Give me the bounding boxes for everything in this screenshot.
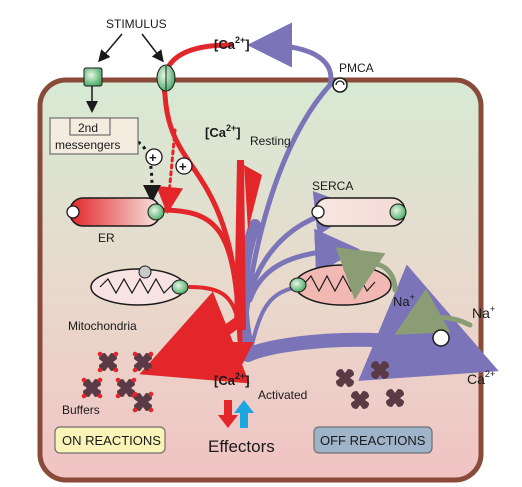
serca-label: SERCA [312, 179, 353, 193]
serca-channel-icon [389, 203, 407, 221]
activated-label: Activated [258, 388, 307, 402]
effectors-label: Effectors [208, 437, 275, 456]
stimulus-arrows [86, 33, 164, 113]
plus-sign-1: + [149, 150, 157, 165]
red-spike [234, 160, 246, 330]
buffers-on [81, 351, 154, 413]
plus-sign-2: + [179, 159, 187, 174]
na-inner-label: Na+ [393, 292, 415, 309]
buffer-bound-4 [115, 377, 137, 399]
channel-influx-arrow [161, 42, 243, 343]
buffer-bound-3 [81, 377, 103, 399]
off-reactions-box [313, 426, 433, 454]
plus-circle-icon-1 [145, 148, 163, 166]
er-channel-icon [147, 203, 165, 221]
messengers-label: messengers [55, 138, 120, 152]
on-pathways [139, 42, 254, 384]
ca-resting-label: [Ca2+] [205, 123, 241, 140]
on-reactions-box [54, 426, 166, 454]
receptor-icon [83, 67, 103, 87]
messenger-arrowhead [143, 185, 161, 203]
buffer-arrow [139, 291, 250, 384]
buffer-free-4 [386, 389, 404, 407]
ncx-efflux-arrow [241, 264, 499, 381]
buffer-bound-5 [132, 391, 154, 413]
red-spike-flare [244, 165, 262, 230]
buffer-free-1 [336, 369, 354, 387]
mitochondria-label: Mitochondria [68, 319, 137, 333]
plus-circle-icon-2 [175, 157, 193, 175]
ca-extracellular-label: [Ca2+] [214, 35, 250, 52]
pmca-pump-icon [332, 77, 348, 93]
on-reactions-label: ON REACTIONS [62, 433, 161, 448]
ca-outer-label: Ca2+ [467, 369, 495, 387]
mito-uptake-arrow [247, 228, 360, 303]
stimulus-label: STIMULUS [106, 17, 167, 31]
er-organelle [69, 197, 161, 227]
resting-label: Resting [250, 134, 291, 148]
mitochondrion-left [90, 265, 189, 306]
off-reactions-label: OFF REACTIONS [320, 433, 426, 448]
buffer-bound-2 [132, 351, 154, 373]
buffer-bound-1 [97, 351, 119, 373]
ip3-dotted-arrow [156, 128, 184, 214]
ncx-exchanger-icon [432, 329, 450, 347]
sodium-exchange-arrows [335, 247, 473, 335]
buffer-free-3 [351, 391, 369, 409]
er-pump-icon [66, 205, 80, 219]
effector-down-arrow [218, 400, 238, 428]
buffers-off [336, 361, 404, 409]
er-label: ER [98, 231, 115, 245]
pmca-label: PMCA [339, 61, 374, 75]
second-label: 2nd [78, 121, 98, 135]
na-outer-label: Na+ [472, 304, 495, 321]
serca-pump-icon [311, 205, 325, 219]
pmca-efflux-arrow [240, 22, 334, 358]
buffers-label: Buffers [62, 403, 100, 417]
effector-up-arrow [234, 400, 254, 428]
buffer-free-2 [371, 361, 389, 379]
ca-activated-label: [Ca2+] [214, 371, 250, 388]
